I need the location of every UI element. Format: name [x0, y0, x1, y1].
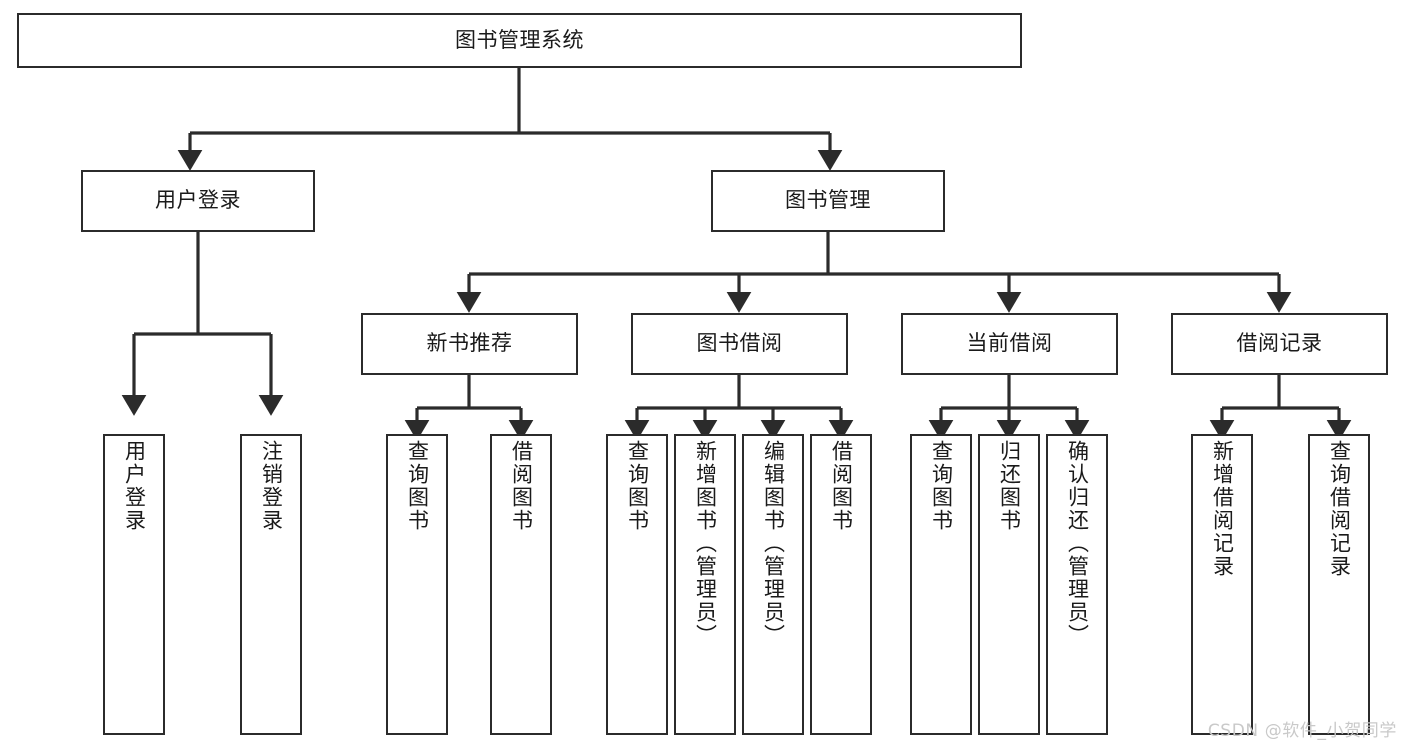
edge-book-borrow-to-leaves [624, 375, 854, 441]
leaf-new-book-query-label: 查询图书 [405, 440, 430, 532]
leaf-current-borrow-return-label: 归还图书 [997, 440, 1022, 532]
leaf-book-borrow-query[interactable]: 查询图书 [606, 434, 668, 735]
leaf-user-login-logout-label: 注销登录 [259, 440, 284, 532]
csdn-watermark: CSDN @软件_小贺同学 [1207, 721, 1397, 741]
leaf-new-book-borrow-label: 借阅图书 [509, 440, 534, 532]
node-borrow-record[interactable]: 借阅记录 [1171, 313, 1388, 375]
leaf-user-login-logout[interactable]: 注销登录 [240, 434, 302, 735]
node-new-book-recommend-label: 新书推荐 [426, 331, 513, 356]
leaf-book-borrow-edit-label: 编辑图书（管理员） [761, 440, 786, 647]
edge-borrow-record-to-leaves [1209, 375, 1352, 441]
node-root-system[interactable]: 图书管理系统 [17, 13, 1022, 68]
node-current-borrow-label: 当前借阅 [966, 331, 1053, 356]
leaf-current-borrow-query[interactable]: 查询图书 [910, 434, 972, 735]
node-user-login[interactable]: 用户登录 [81, 170, 315, 232]
leaf-current-borrow-query-label: 查询图书 [929, 440, 954, 532]
leaf-new-book-borrow[interactable]: 借阅图书 [490, 434, 552, 735]
node-new-book-recommend[interactable]: 新书推荐 [361, 313, 578, 375]
leaf-borrow-record-query-label: 查询借阅记录 [1327, 440, 1352, 578]
edge-user-login-to-leaves [121, 232, 284, 416]
node-root-system-label: 图书管理系统 [455, 27, 584, 52]
node-book-borrow-label: 图书借阅 [696, 331, 783, 356]
leaf-current-borrow-confirm-return-label: 确认归还（管理员） [1065, 440, 1090, 647]
leaf-new-book-query[interactable]: 查询图书 [386, 434, 448, 735]
leaf-book-borrow-add-label: 新增图书（管理员） [693, 440, 718, 647]
leaf-book-borrow-borrow-label: 借阅图书 [829, 440, 854, 532]
node-book-borrow[interactable]: 图书借阅 [631, 313, 848, 375]
leaf-user-login-login-label: 用户登录 [122, 440, 147, 532]
leaf-user-login-login[interactable]: 用户登录 [103, 434, 165, 735]
edge-root-to-level1 [177, 68, 843, 171]
leaf-book-borrow-add[interactable]: 新增图书（管理员） [674, 434, 736, 735]
leaf-current-borrow-return[interactable]: 归还图书 [978, 434, 1040, 735]
edge-new-book-to-leaves [404, 375, 534, 441]
leaf-current-borrow-confirm-return[interactable]: 确认归还（管理员） [1046, 434, 1108, 735]
leaf-book-borrow-edit[interactable]: 编辑图书（管理员） [742, 434, 804, 735]
node-book-management-label: 图书管理 [785, 188, 871, 213]
leaf-book-borrow-query-label: 查询图书 [625, 440, 650, 532]
edge-book-manage-to-level2 [456, 232, 1292, 313]
node-user-login-label: 用户登录 [155, 188, 241, 213]
edge-current-borrow-to-leaves [928, 375, 1090, 441]
node-current-borrow[interactable]: 当前借阅 [901, 313, 1118, 375]
leaf-borrow-record-add-label: 新增借阅记录 [1210, 440, 1235, 578]
leaf-book-borrow-borrow[interactable]: 借阅图书 [810, 434, 872, 735]
leaf-borrow-record-add[interactable]: 新增借阅记录 [1191, 434, 1253, 735]
node-borrow-record-label: 借阅记录 [1236, 331, 1323, 356]
leaf-borrow-record-query[interactable]: 查询借阅记录 [1308, 434, 1370, 735]
node-book-management[interactable]: 图书管理 [711, 170, 945, 232]
